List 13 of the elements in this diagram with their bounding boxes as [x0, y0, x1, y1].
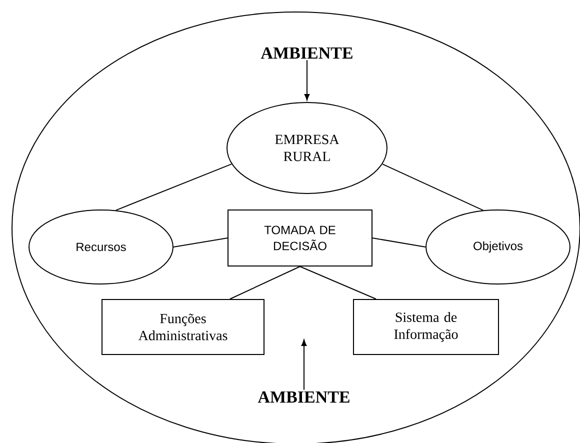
- connector-line: [382, 164, 484, 211]
- information-box: Sistema de Informação: [353, 299, 499, 355]
- connector-line: [173, 238, 228, 248]
- function-box: Funções Administrativas: [102, 299, 264, 355]
- connector-line: [372, 238, 426, 248]
- connector-line: [115, 164, 232, 211]
- environment-label: AMBIENTE: [258, 391, 350, 403]
- connector-line: [300, 266, 376, 300]
- arrow: [304, 60, 310, 100]
- arrow: [301, 340, 307, 390]
- connector-line: [230, 266, 300, 300]
- environment-label: AMBIENTE: [260, 47, 352, 59]
- decision-box: TOMADA DE DECISÃO: [228, 210, 372, 266]
